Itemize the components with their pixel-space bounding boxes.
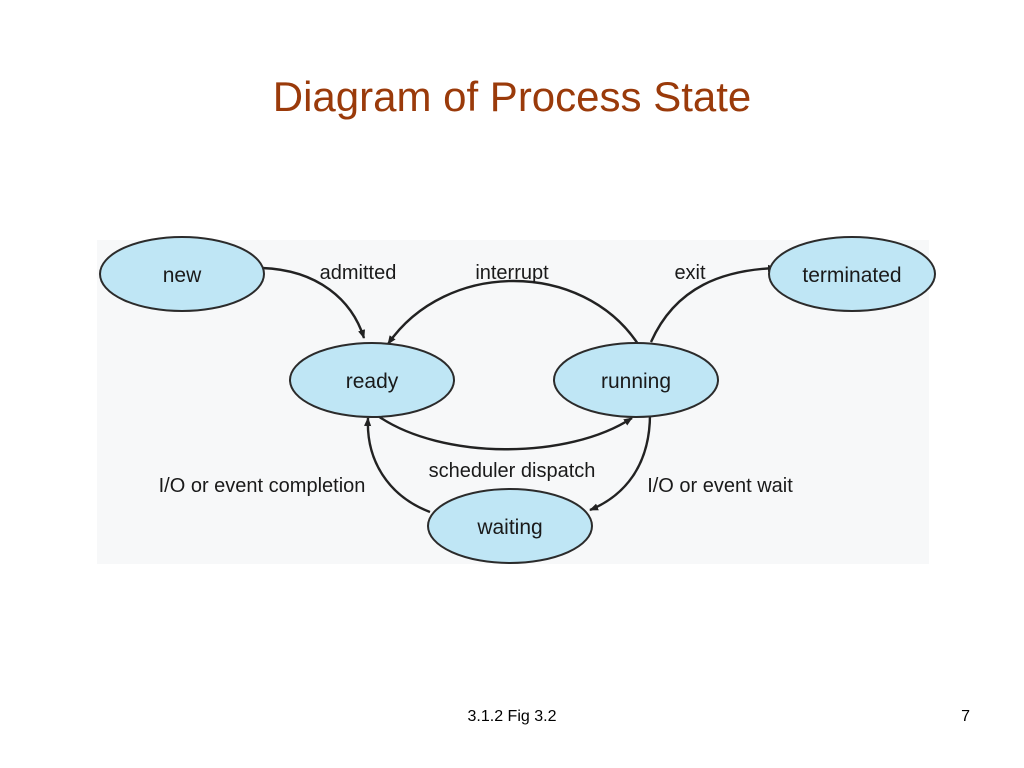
exit-label: exit — [674, 262, 706, 284]
interrupt-label: interrupt — [475, 262, 549, 284]
state-new-node — [99, 236, 265, 312]
io-wait-arrow — [589, 413, 652, 512]
scheduler-dispatch-label: scheduler dispatch — [429, 460, 596, 482]
exit-arrow — [649, 264, 777, 343]
io-wait-label: I/O or event wait — [647, 475, 793, 497]
page-title: Diagram of Process State — [272, 73, 752, 120]
state-waiting-label: waiting — [476, 516, 542, 539]
admitted-arrow — [261, 266, 366, 339]
state-running-label: running — [601, 370, 671, 393]
interrupt-arrow — [387, 279, 639, 345]
state-waiting-node — [427, 488, 593, 564]
state-terminated-node — [768, 236, 936, 312]
dispatch-arrow — [377, 415, 633, 451]
state-ready-node — [289, 342, 455, 418]
io-completion-label: I/O or event completion — [159, 475, 366, 497]
state-new-label: new — [163, 264, 202, 287]
io-completion-arrow — [364, 417, 431, 514]
page-number: 7 — [961, 708, 970, 725]
state-terminated-label: terminated — [802, 264, 901, 287]
state-running-node — [553, 342, 719, 418]
admitted-label: admitted — [320, 262, 397, 284]
state-ready-label: ready — [346, 370, 399, 393]
footer-caption: 3.1.2 Fig 3.2 — [467, 708, 557, 725]
